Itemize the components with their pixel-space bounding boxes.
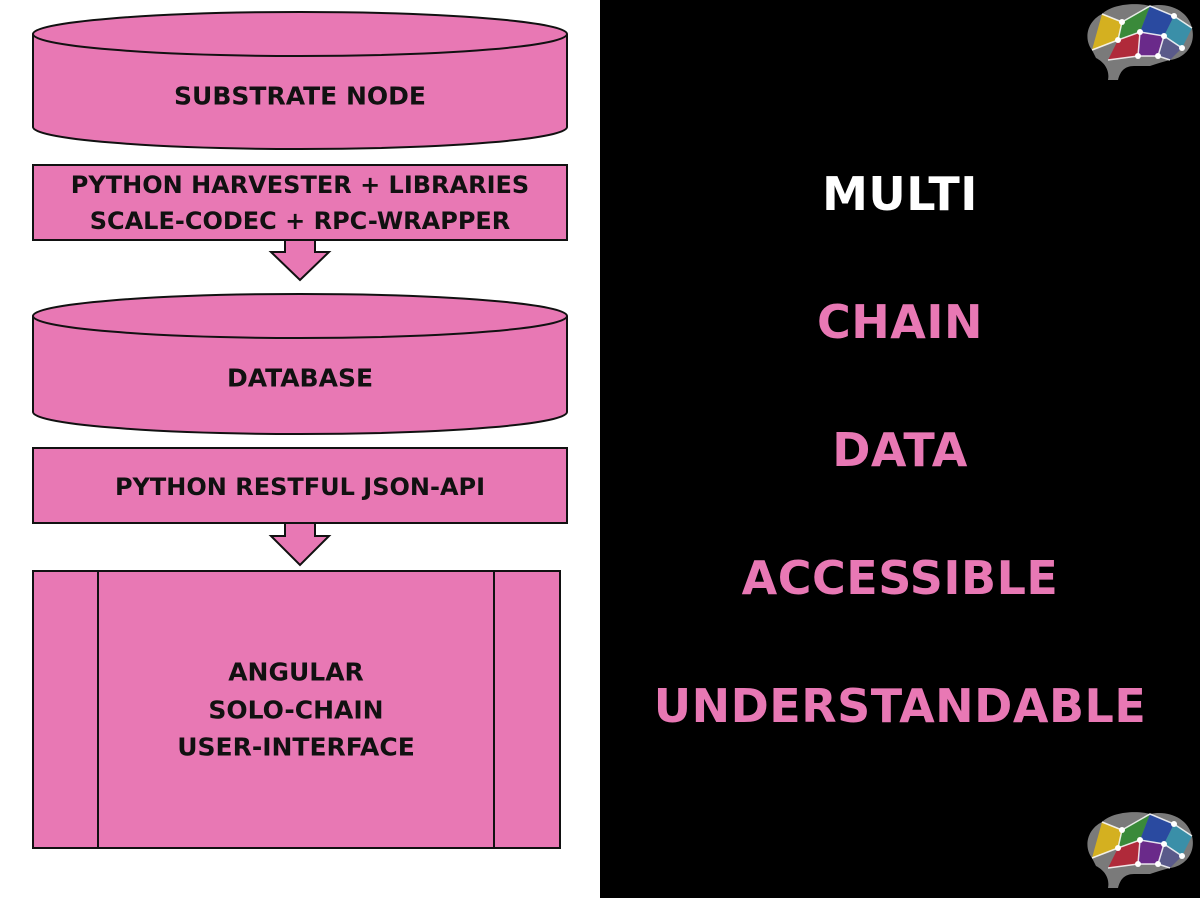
harvester-label-line1: PYTHON HARVESTER + LIBRARIES xyxy=(71,171,529,199)
brain-logo-icon xyxy=(1087,4,1193,80)
harvester-box: PYTHON HARVESTER + LIBRARIES SCALE-CODEC… xyxy=(32,164,568,241)
harvester-label-line2: SCALE-CODEC + RPC-WRAPPER xyxy=(90,207,511,235)
database-label: DATABASE xyxy=(227,364,373,393)
ui-label-line2: SOLO-CHAIN xyxy=(208,696,383,725)
api-label: PYTHON RESTFUL JSON-API xyxy=(115,473,485,501)
brain-logo-icon xyxy=(1087,812,1193,888)
keywords-panel xyxy=(600,0,1200,898)
database-cylinder: DATABASE xyxy=(32,293,568,435)
word-accessible: ACCESSIBLE xyxy=(741,551,1059,605)
api-box: PYTHON RESTFUL JSON-API xyxy=(32,447,568,524)
word-multi: MULTI xyxy=(822,167,978,221)
substrate-node-label: SUBSTRATE NODE xyxy=(174,82,426,111)
word-data: DATA xyxy=(832,423,968,477)
word-chain: CHAIN xyxy=(817,295,983,349)
word-understandable: UNDERSTANDABLE xyxy=(653,679,1147,733)
flow-arrow-1 xyxy=(268,239,332,282)
ui-label-line1: ANGULAR xyxy=(228,658,364,687)
user-interface-box: ANGULAR SOLO-CHAIN USER-INTERFACE xyxy=(32,570,561,849)
ui-label-line3: USER-INTERFACE xyxy=(177,733,415,762)
flow-arrow-2 xyxy=(268,522,332,567)
substrate-node-cylinder: SUBSTRATE NODE xyxy=(32,11,568,150)
architecture-diagram: SUBSTRATE NODE PYTHON HARVESTER + LIBRAR… xyxy=(32,11,568,849)
